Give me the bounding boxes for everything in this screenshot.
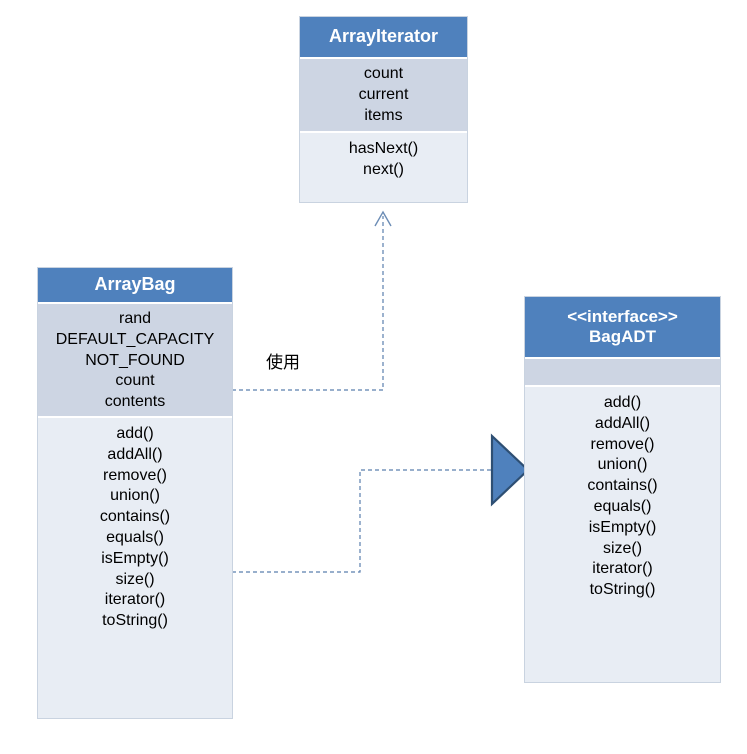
attribute-item: NOT_FOUND: [85, 351, 185, 369]
operation-item: remove(): [590, 435, 655, 453]
operation-item: add(): [116, 425, 154, 442]
attribute-item: DEFAULT_CAPACITY: [55, 330, 215, 348]
attribute-item: rand: [118, 310, 152, 327]
operation-item: addAll(): [107, 445, 163, 463]
class-box-bagadt[interactable]: <<interface>> BagADT add() addAll() remo…: [525, 297, 720, 682]
operation-item: next(): [363, 160, 404, 178]
operations-compartment-bagadt: add() addAll() remove() union() contains…: [525, 387, 720, 680]
operation-item: union(): [597, 456, 648, 474]
operations-compartment-arraybag: add() addAll() remove() union() contains…: [38, 418, 232, 716]
operation-item: isEmpty(): [588, 518, 657, 536]
operation-item: remove(): [102, 466, 167, 484]
stereotype-label-bagadt: <<interface>>: [567, 306, 678, 326]
class-name-arraybag: ArrayBag: [94, 274, 176, 295]
attributes-compartment-bagadt: [525, 359, 720, 387]
connector-uses-dependency: [232, 210, 392, 391]
operation-item: toString(): [589, 581, 656, 599]
operation-item: contains(): [587, 477, 658, 495]
operation-item: toString(): [102, 612, 168, 630]
attribute-item: contents: [104, 393, 166, 411]
operation-item: union(): [110, 487, 160, 505]
operation-item: equals(): [106, 528, 164, 546]
uses-dependency-arrowhead-icon: [374, 210, 392, 227]
attribute-item: count: [363, 65, 404, 82]
operation-item: size(): [115, 570, 155, 588]
uses-dependency-line: [232, 216, 384, 391]
operation-item: add(): [603, 394, 642, 411]
attribute-item: count: [115, 372, 155, 390]
operation-item: iterator(): [104, 591, 166, 609]
connector-realization: [232, 433, 530, 573]
operation-item: iterator(): [592, 560, 653, 578]
connector-label-uses: 使用: [266, 353, 300, 372]
class-header-arrayiterator: ArrayIterator: [300, 17, 467, 59]
attributes-compartment-arraybag: rand DEFAULT_CAPACITY NOT_FOUND count co…: [38, 304, 232, 418]
realization-line: [232, 469, 494, 573]
operation-item: hasNext(): [348, 140, 419, 157]
operation-item: contains(): [99, 508, 171, 526]
operation-item: size(): [602, 539, 643, 557]
attributes-compartment-arrayiterator: count current items: [300, 59, 467, 133]
attribute-item: items: [364, 106, 403, 124]
operation-item: isEmpty(): [101, 549, 169, 567]
class-header-bagadt: <<interface>> BagADT: [525, 297, 720, 359]
class-name-arrayiterator: ArrayIterator: [328, 26, 439, 47]
class-header-arraybag: ArrayBag: [38, 268, 232, 304]
operations-compartment-arrayiterator: hasNext() next(): [300, 133, 467, 200]
class-box-arrayiterator[interactable]: ArrayIterator count current items hasNex…: [300, 17, 467, 202]
class-name-bagadt: BagADT: [588, 327, 657, 346]
operation-item: equals(): [593, 497, 652, 515]
class-box-arraybag[interactable]: ArrayBag rand DEFAULT_CAPACITY NOT_FOUND…: [38, 268, 232, 718]
realization-triangle-icon: [490, 433, 530, 507]
operation-item: addAll(): [594, 414, 651, 432]
attribute-item: current: [358, 85, 409, 103]
